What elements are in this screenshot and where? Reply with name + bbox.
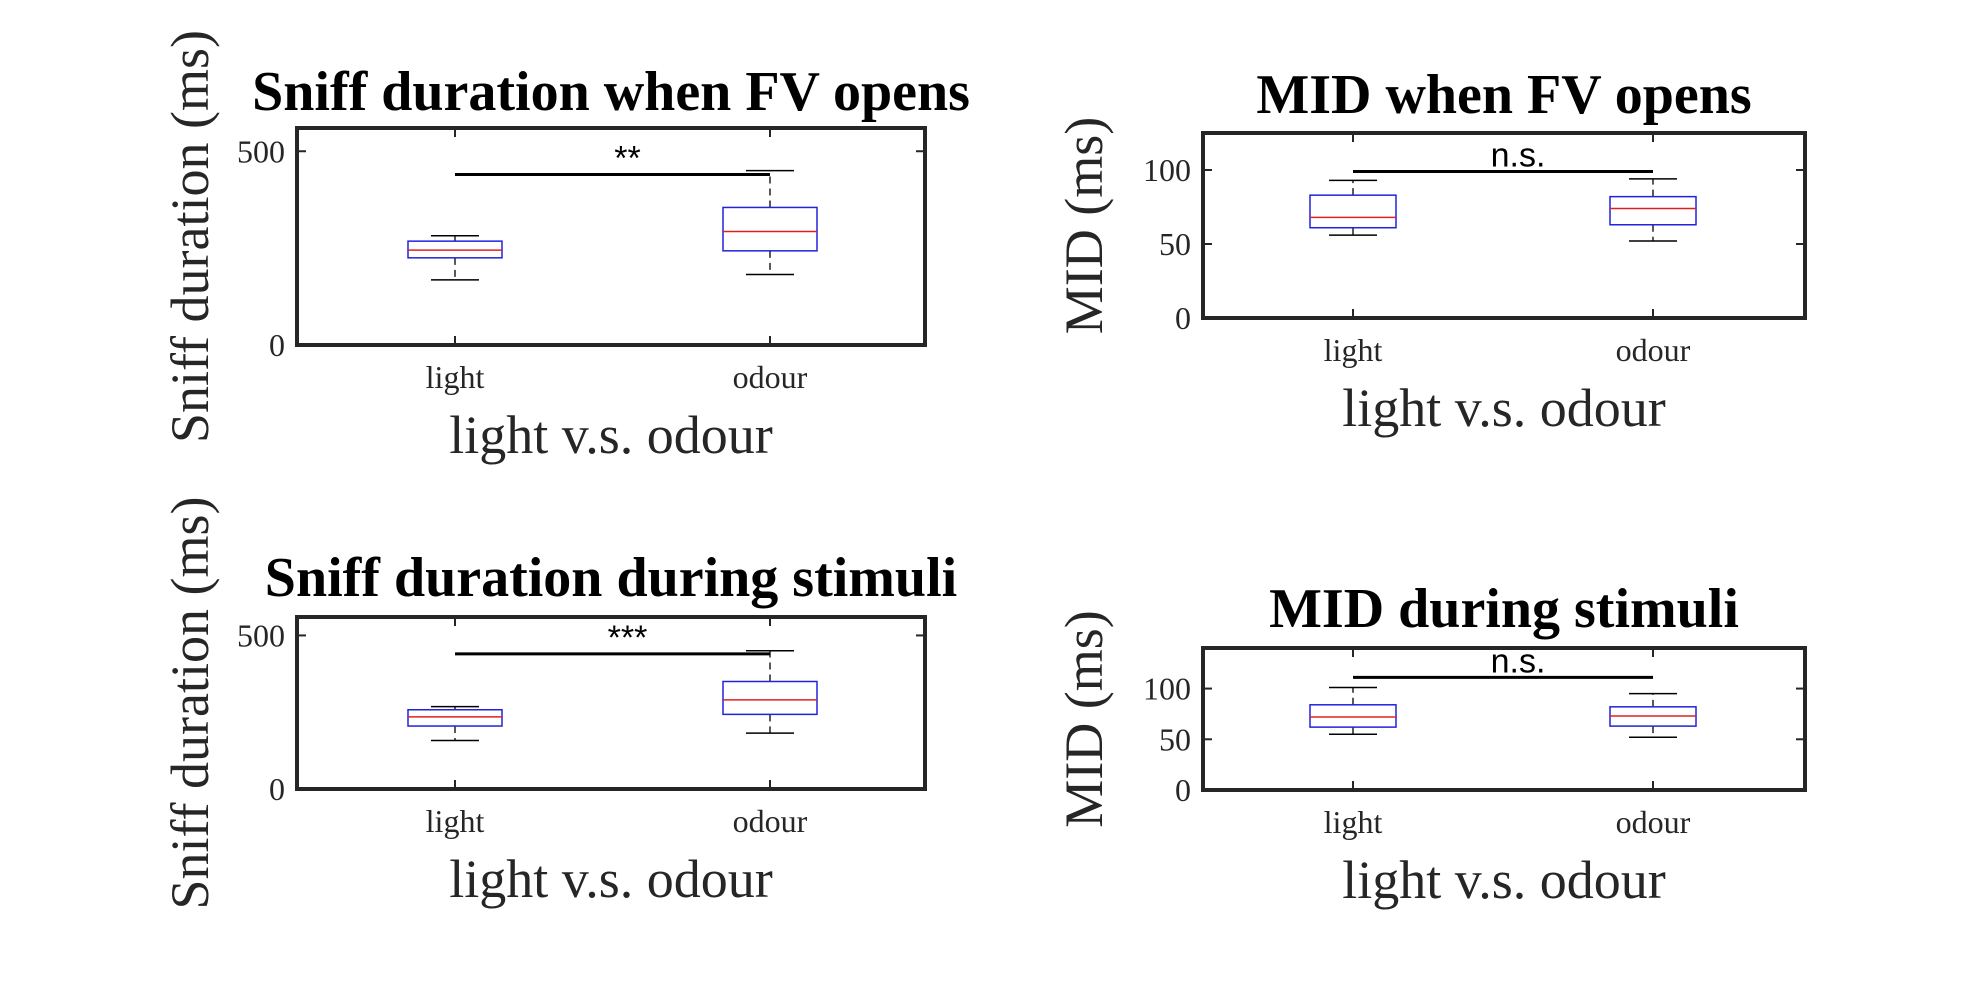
y-axis-label: MID (ms): [1054, 610, 1114, 827]
y-tick-label: 0: [269, 771, 285, 807]
x-tick-label: odour: [1616, 804, 1691, 840]
axes-frame: [295, 126, 927, 347]
x-tick-label: light: [1324, 804, 1383, 840]
significance-label: ***: [608, 619, 648, 657]
x-axis-label: light v.s. odour: [1342, 378, 1666, 438]
x-tick-label: light: [1324, 332, 1383, 368]
y-tick-label: 500: [237, 133, 285, 169]
x-axis-label: light v.s. odour: [1342, 850, 1666, 910]
y-tick-label: 100: [1143, 152, 1191, 188]
box-light: [407, 709, 503, 727]
y-tick-label: 0: [1175, 300, 1191, 336]
x-axis-label: light v.s. odour: [449, 849, 773, 909]
box-odour: [722, 206, 818, 252]
y-tick-label: 500: [237, 617, 285, 653]
y-tick-label: 0: [1175, 772, 1191, 808]
y-axis-label: MID (ms): [1054, 117, 1114, 334]
y-tick-label: 50: [1159, 721, 1191, 757]
axes-frame: [295, 615, 927, 791]
axes-frame: [1201, 646, 1807, 792]
x-tick-label: odour: [733, 359, 808, 395]
x-tick-label: odour: [733, 803, 808, 839]
y-tick-label: 0: [269, 327, 285, 363]
box-odour: [1609, 195, 1697, 226]
axes-frame: [1201, 131, 1807, 320]
y-tick-label: 50: [1159, 226, 1191, 262]
significance-label: n.s.: [1491, 136, 1546, 174]
chart-title: MID when FV opens: [1256, 64, 1751, 126]
box-light: [1309, 704, 1397, 728]
chart-title: MID during stimuli: [1269, 578, 1739, 640]
x-tick-label: light: [426, 359, 485, 395]
box-odour: [722, 680, 818, 716]
x-tick-label: odour: [1616, 332, 1691, 368]
x-tick-label: light: [426, 803, 485, 839]
significance-label: **: [614, 140, 640, 178]
chart-title: Sniff duration when FV opens: [252, 61, 970, 123]
y-axis-label: Sniff duration (ms): [160, 497, 220, 910]
box-light: [1309, 194, 1397, 229]
x-axis-label: light v.s. odour: [449, 405, 773, 465]
y-tick-label: 100: [1143, 671, 1191, 707]
chart-title: Sniff duration during stimuli: [265, 547, 957, 609]
y-axis-label: Sniff duration (ms): [160, 30, 220, 443]
